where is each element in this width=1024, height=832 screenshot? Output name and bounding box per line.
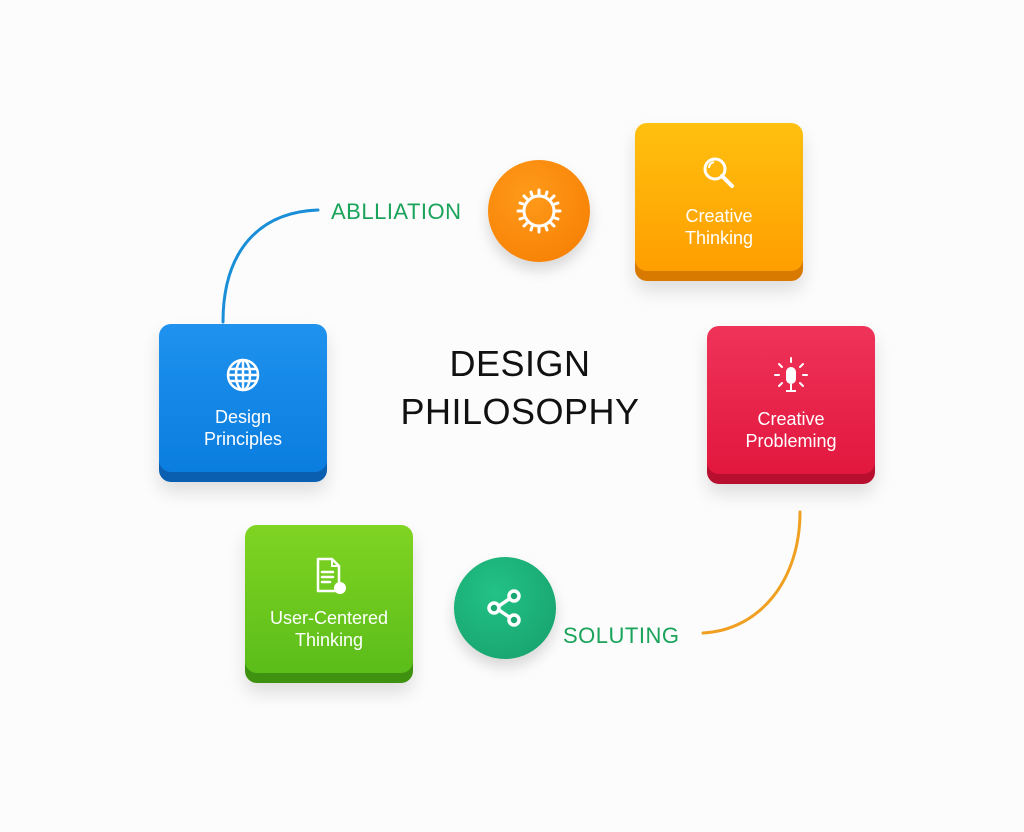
card-label-line-2: Probleming [745,431,837,451]
connector-blue [221,208,320,324]
card-label-line-2: Principles [203,429,283,449]
microphone-icon [774,357,808,392]
circle-ablliation[interactable] [488,160,590,262]
card-label-line-2: Thinking [294,630,364,650]
title-line-2: PHILOSOPHY [400,391,640,432]
card-content: Creative Thinking [635,153,803,249]
card-face [159,324,327,472]
card-creative-thinking[interactable]: Creative Thinking [635,123,803,281]
card-label-line-1: Creative [685,206,753,226]
tag-ablliation: ABLLIATION [331,199,462,224]
title-line-1: DESIGN [449,343,591,384]
connector-orange [701,510,802,635]
card-content: User-Centered Thinking [245,555,413,651]
card-creative-probleming[interactable]: Creative Probleming [707,326,875,484]
share-icon [487,589,521,627]
card-content: Creative Probleming [707,356,875,452]
globe-icon [226,358,260,392]
card-face [245,525,413,673]
card-content: Design Principles [159,354,327,450]
card-face [707,326,875,474]
card-label-line-1: Creative [757,409,825,429]
circle-soluting[interactable] [454,557,556,659]
card-face [635,123,803,271]
page-title: DESIGN PHILOSOPHY [370,340,670,436]
sun-icon [516,188,562,234]
card-label-line-1: Design [214,407,272,427]
tag-soluting: SOLUTING [563,623,680,648]
document-icon [316,557,346,594]
card-label-line-1: User-Centered [269,608,389,628]
card-design-principles[interactable]: Design Principles [159,324,327,482]
card-user-centered-thinking[interactable]: User-Centered Thinking [245,525,413,683]
magnifier-icon [703,157,734,188]
card-label-line-2: Thinking [684,228,754,248]
